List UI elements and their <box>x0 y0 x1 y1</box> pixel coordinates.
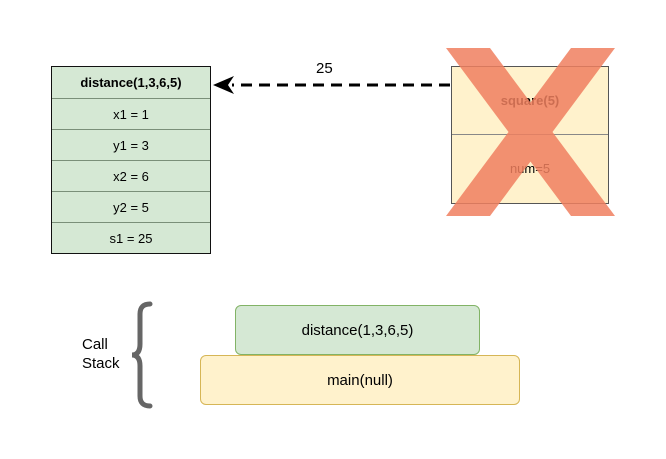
call-stack-label-line2: Stack <box>82 355 120 372</box>
variable-num: num=5 <box>509 161 551 176</box>
arrowhead-icon <box>213 76 234 94</box>
stack-frame-distance: distance(1,3,6,5) <box>235 305 480 355</box>
distance-frame-header: distance(1,3,6,5) <box>80 75 182 90</box>
distance-frame: distance(1,3,6,5) x1 = 1 y1 = 3 x2 = 6 y… <box>51 66 211 254</box>
call-stack-label: Call Stack <box>82 335 120 373</box>
variable-s1: s1 = 25 <box>52 222 210 253</box>
square-frame: square(5) num=5 <box>451 66 609 204</box>
return-value-label: 25 <box>316 60 333 77</box>
square-frame-header: square(5) <box>452 67 608 135</box>
curly-brace-icon <box>131 301 153 409</box>
variable-x2: x2 = 6 <box>52 160 210 191</box>
call-stack-label-line1: Call <box>82 336 108 353</box>
return-arrow <box>213 76 450 94</box>
variable-x1: x1 = 1 <box>52 98 210 129</box>
variable-y1: y1 = 3 <box>52 129 210 160</box>
stack-frame-main: main(null) <box>200 355 520 405</box>
variable-y2: y2 = 5 <box>52 191 210 222</box>
